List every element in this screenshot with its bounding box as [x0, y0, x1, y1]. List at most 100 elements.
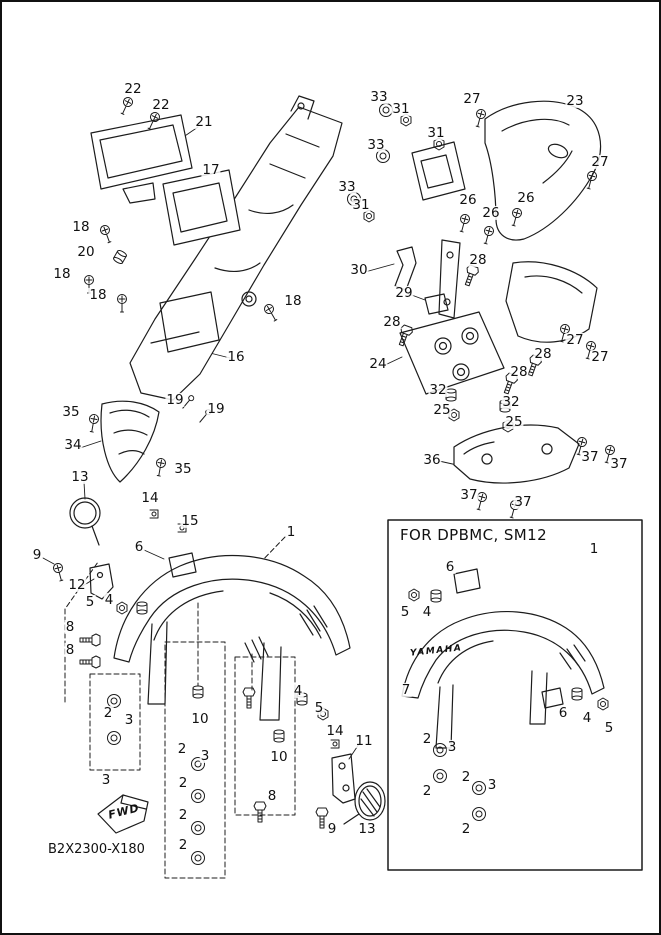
part-callout-33: 33 [369, 88, 389, 105]
collar-icon [192, 685, 204, 699]
screw-icon [51, 561, 67, 583]
screw-icon [456, 212, 472, 234]
part-callout-15: 15 [180, 512, 200, 529]
part-callout-13: 13 [357, 820, 377, 837]
part-callout-28: 28 [468, 251, 488, 268]
part-callout-18: 18 [52, 265, 72, 282]
part-callout-5: 5 [84, 593, 96, 610]
part-callout-26: 26 [481, 204, 501, 221]
nut-icon [116, 601, 128, 615]
part-callout-2: 2 [177, 836, 189, 853]
part-callout-13: 13 [70, 468, 90, 485]
part-callout-9: 9 [326, 820, 338, 837]
part-callout-19: 19 [165, 391, 185, 408]
washer-icon [191, 821, 205, 835]
part-callout-20: 20 [76, 243, 96, 260]
part-callout-9: 9 [31, 546, 43, 563]
part-callout-32: 32 [428, 381, 448, 398]
part-callout-26: 26 [458, 191, 478, 208]
tail-stay-assembly [394, 100, 602, 484]
part-callout-1: 1 [285, 523, 297, 540]
screw-icon [480, 224, 496, 246]
screw-icon [117, 95, 135, 117]
part-callout-31: 31 [426, 124, 446, 141]
part-callout-3: 3 [486, 776, 498, 793]
part-callout-4: 4 [103, 591, 115, 608]
inset-variant-box [387, 519, 643, 871]
part-callout-35: 35 [173, 460, 193, 477]
part-callout-30: 30 [349, 261, 369, 278]
washer-icon [191, 851, 205, 865]
collar-icon [112, 248, 128, 266]
part-callout-23: 23 [565, 92, 585, 109]
part-callout-28: 28 [382, 313, 402, 330]
part-callout-37: 37 [459, 486, 479, 503]
part-callout-4: 4 [421, 603, 433, 620]
part-callout-32: 32 [501, 393, 521, 410]
clamp-icon [330, 739, 340, 749]
part-callout-2: 2 [421, 782, 433, 799]
front-fender-assembly [69, 497, 351, 721]
part-callout-3: 3 [199, 747, 211, 764]
inset-title: FOR DPBMC, SM12 [400, 526, 548, 544]
part-callout-10: 10 [190, 710, 210, 727]
part-callout-6: 6 [557, 704, 569, 721]
part-callout-16: 16 [226, 348, 246, 365]
part-callout-27: 27 [590, 348, 610, 365]
collar-icon [273, 729, 285, 743]
part-callout-22: 22 [151, 96, 171, 113]
screw-icon [153, 457, 167, 478]
part-callout-5: 5 [603, 719, 615, 736]
part-callout-33: 33 [366, 136, 386, 153]
part-callout-8: 8 [64, 618, 76, 635]
part-callout-25: 25 [432, 401, 452, 418]
part-callout-27: 27 [462, 90, 482, 107]
part-callout-34: 34 [63, 436, 83, 453]
part-callout-18: 18 [283, 292, 303, 309]
part-callout-2: 2 [102, 704, 114, 721]
part-callout-28: 28 [533, 345, 553, 362]
part-callout-28: 28 [509, 363, 529, 380]
part-callout-31: 31 [391, 100, 411, 117]
part-callout-25: 25 [504, 413, 524, 430]
part-callout-33: 33 [337, 178, 357, 195]
fwd-arrow [97, 794, 149, 834]
bottom-hardware-cluster [331, 753, 386, 825]
washer-icon [191, 789, 205, 803]
part-callout-6: 6 [444, 558, 456, 575]
part-callout-18: 18 [88, 286, 108, 303]
part-callout-27: 27 [565, 331, 585, 348]
part-callout-2: 2 [176, 740, 188, 757]
part-callout-36: 36 [422, 451, 442, 468]
part-callout-3: 3 [123, 711, 135, 728]
part-callout-10: 10 [269, 748, 289, 765]
rear-fender-assembly [90, 95, 343, 483]
part-callout-26: 26 [516, 189, 536, 206]
part-callout-2: 2 [421, 730, 433, 747]
part-callout-6: 6 [133, 538, 145, 555]
part-callout-2: 2 [460, 820, 472, 837]
part-callout-8: 8 [64, 641, 76, 658]
part-callout-4: 4 [581, 709, 593, 726]
part-callout-37: 37 [513, 493, 533, 510]
part-callout-1: 1 [588, 540, 600, 557]
part-callout-5: 5 [313, 699, 325, 716]
part-callout-2: 2 [177, 774, 189, 791]
screw-icon [117, 294, 127, 313]
part-callout-12: 12 [67, 576, 87, 593]
part-callout-7: 7 [400, 681, 412, 698]
part-callout-2: 2 [177, 806, 189, 823]
part-callout-18: 18 [71, 218, 91, 235]
part-callout-22: 22 [123, 80, 143, 97]
washer-icon [107, 731, 121, 745]
bolt-icon [79, 655, 101, 669]
part-callout-29: 29 [394, 284, 414, 301]
bolt-icon [242, 687, 256, 709]
part-callout-14: 14 [140, 489, 160, 506]
part-callout-17: 17 [201, 161, 221, 178]
part-callout-5: 5 [399, 603, 411, 620]
part-callout-37: 37 [609, 455, 629, 472]
part-callout-31: 31 [351, 196, 371, 213]
bolt-icon [253, 801, 267, 823]
